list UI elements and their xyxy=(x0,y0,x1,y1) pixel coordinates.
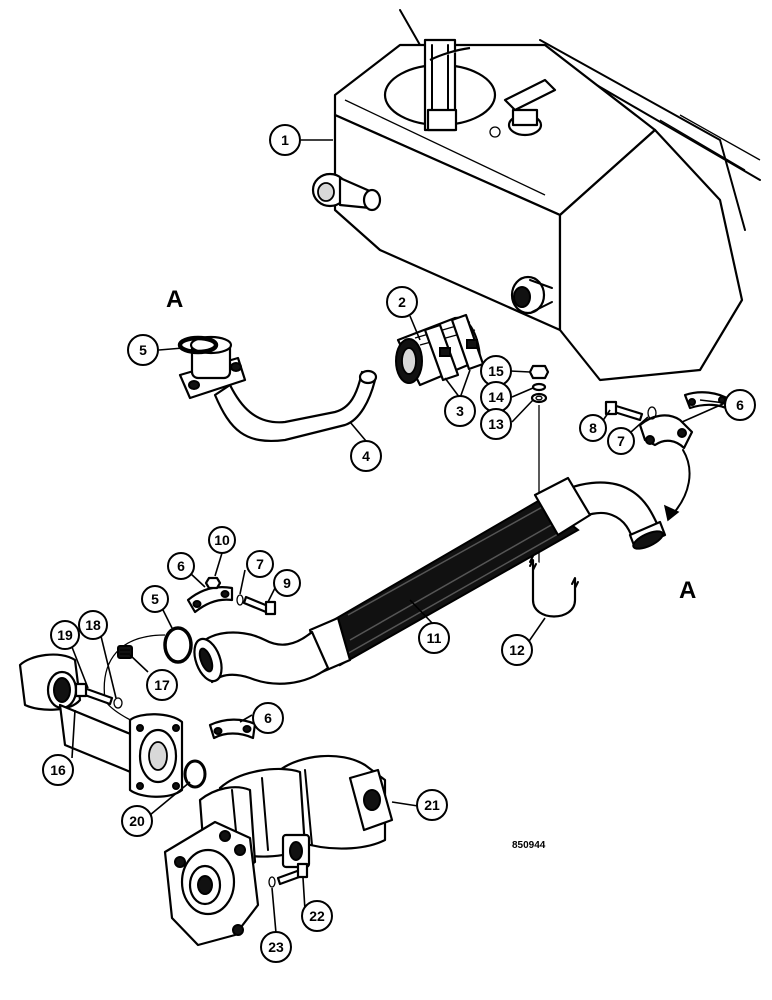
figure-code: 850944 xyxy=(512,840,546,851)
lock-washer-icon xyxy=(236,594,244,606)
svg-text:14: 14 xyxy=(488,389,504,405)
svg-text:20: 20 xyxy=(129,813,145,829)
u-bolt-icon xyxy=(529,555,579,618)
svg-text:9: 9 xyxy=(283,575,291,591)
hydraulic-reservoir-icon xyxy=(311,9,761,382)
callout-3: 3 xyxy=(444,395,476,427)
svg-text:19: 19 xyxy=(57,627,73,643)
svg-text:6: 6 xyxy=(177,558,185,574)
svg-text:8: 8 xyxy=(589,420,597,436)
svg-text:6: 6 xyxy=(736,397,744,413)
nut-icon xyxy=(204,576,222,590)
callout-22: 22 xyxy=(301,900,333,932)
pump-inlet-tube-icon xyxy=(18,653,184,798)
callout-6-lower: 6 xyxy=(252,702,284,734)
callout-11: 11 xyxy=(418,622,450,654)
suction-tube-icon xyxy=(178,335,378,442)
callout-8: 8 xyxy=(579,414,607,442)
svg-text:7: 7 xyxy=(617,433,625,449)
flange-half-icon xyxy=(186,586,234,614)
lock-washer-icon xyxy=(268,876,276,888)
svg-text:1: 1 xyxy=(281,132,289,148)
o-ring-icon xyxy=(163,626,193,664)
callout-2: 2 xyxy=(386,286,418,318)
washer-icon xyxy=(530,392,548,404)
lock-washer-icon xyxy=(647,406,657,420)
bolt-icon xyxy=(604,400,644,422)
reference-letter-a-lower: A xyxy=(679,577,696,604)
svg-text:3: 3 xyxy=(456,403,464,419)
lock-washer-icon xyxy=(113,697,123,709)
callout-12: 12 xyxy=(501,634,533,666)
svg-text:15: 15 xyxy=(488,363,504,379)
callout-7-middle: 7 xyxy=(246,550,274,578)
svg-text:16: 16 xyxy=(50,762,66,778)
hose-clamp-icon xyxy=(423,313,485,382)
svg-text:2: 2 xyxy=(398,294,406,310)
callout-5-lower: 5 xyxy=(141,585,169,613)
plug-icon xyxy=(117,645,133,659)
nut-icon xyxy=(528,364,550,380)
svg-text:13: 13 xyxy=(488,416,504,432)
o-ring-icon xyxy=(183,759,207,789)
callout-18: 18 xyxy=(78,610,108,640)
hydraulic-pump-icon xyxy=(163,754,394,947)
callout-16: 16 xyxy=(42,754,74,786)
reference-letter-a-upper: A xyxy=(166,286,183,313)
callout-5-upper: 5 xyxy=(127,334,159,366)
svg-text:6: 6 xyxy=(264,710,272,726)
svg-text:21: 21 xyxy=(424,797,440,813)
callout-17: 17 xyxy=(146,669,178,701)
svg-text:12: 12 xyxy=(509,642,525,658)
callout-9: 9 xyxy=(273,569,301,597)
bolt-icon xyxy=(276,862,309,886)
callout-20: 20 xyxy=(121,805,153,837)
flange-half-icon xyxy=(208,718,257,740)
svg-text:5: 5 xyxy=(139,342,147,358)
callout-4: 4 xyxy=(350,440,382,472)
callout-14: 14 xyxy=(480,381,512,413)
callout-21: 21 xyxy=(416,789,448,821)
svg-text:7: 7 xyxy=(256,556,264,572)
callout-7-upper: 7 xyxy=(607,427,635,455)
callout-23: 23 xyxy=(260,931,292,963)
svg-text:18: 18 xyxy=(85,617,101,633)
callout-1: 1 xyxy=(269,124,301,156)
lock-washer-icon xyxy=(531,382,547,392)
o-ring-icon xyxy=(177,335,219,355)
bolt-icon xyxy=(242,595,277,616)
svg-text:17: 17 xyxy=(154,677,170,693)
callout-6-upper: 6 xyxy=(724,389,756,421)
bolt-icon xyxy=(74,682,114,706)
callout-13: 13 xyxy=(480,408,512,440)
callout-6-middle: 6 xyxy=(167,552,195,580)
callout-19: 19 xyxy=(50,620,80,650)
svg-text:5: 5 xyxy=(151,591,159,607)
svg-text:10: 10 xyxy=(214,532,230,548)
callout-10: 10 xyxy=(208,526,236,554)
suction-hose-icon xyxy=(193,476,667,685)
svg-text:11: 11 xyxy=(427,630,442,646)
svg-text:22: 22 xyxy=(309,908,325,924)
svg-text:4: 4 xyxy=(362,448,370,464)
svg-text:23: 23 xyxy=(268,939,284,955)
